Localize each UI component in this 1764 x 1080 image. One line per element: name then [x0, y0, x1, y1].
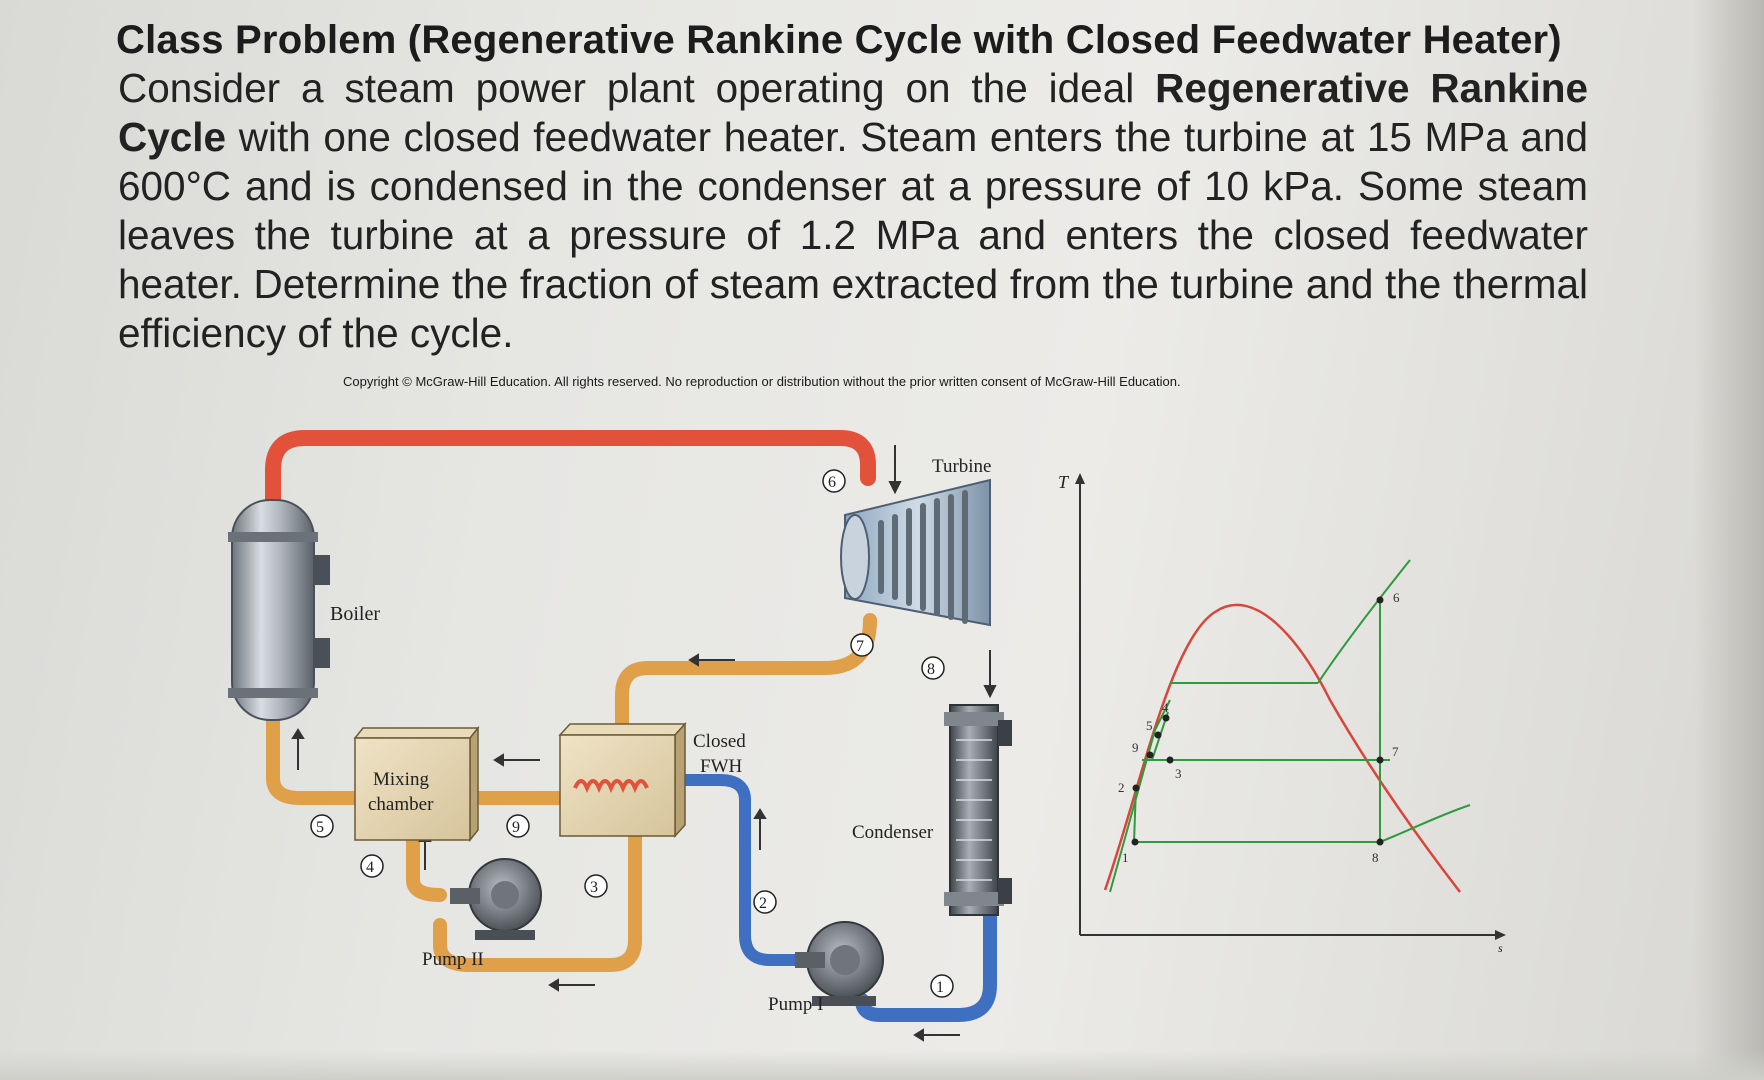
problem-body: with one closed feedwater heater. Steam … — [118, 114, 1588, 356]
fwh-label-1: Closed — [693, 731, 746, 752]
state-marker-4: 4 — [360, 854, 384, 878]
state-marker-2: 2 — [753, 890, 777, 914]
state-marker-9: 9 — [506, 814, 530, 838]
ts-point-8: 8 — [1372, 850, 1379, 865]
piping — [265, 430, 997, 1022]
boiler: Boiler — [228, 499, 380, 721]
svg-text:2: 2 — [759, 895, 767, 912]
mixing-chamber: Mixing chamber — [353, 725, 480, 843]
ts-point-9: 9 — [1132, 740, 1139, 755]
svg-text:6: 6 — [828, 474, 836, 491]
pump-line — [1133, 787, 1137, 843]
ts-point-6: 6 — [1393, 590, 1400, 605]
fwh-label-2: FWH — [700, 756, 743, 777]
hot-steam-pipe — [265, 430, 876, 513]
problem-statement: Consider a steam power plant operating o… — [118, 64, 1588, 358]
ts-point-3: 3 — [1175, 766, 1182, 781]
cycle-name: Regenerative Rankine Cycle — [118, 65, 1588, 160]
cold-pipe-1 — [855, 908, 997, 1022]
ts-point-2: 2 — [1118, 780, 1125, 795]
mixing-chamber-label-1: Mixing — [373, 769, 429, 790]
boiler-feed-pipe — [266, 713, 367, 805]
ts-point-4: 4 — [1162, 700, 1169, 715]
svg-text:1: 1 — [936, 979, 944, 996]
ts-point-5: 5 — [1146, 718, 1153, 733]
boiler-label: Boiler — [330, 603, 380, 625]
compressed-liquid — [1109, 699, 1171, 893]
s-axis-label: s — [1498, 941, 1503, 955]
pump-2: Pump II — [422, 858, 542, 970]
condenser: Condenser — [852, 704, 1012, 916]
turbine: Turbine — [840, 456, 991, 627]
problem-title: Class Problem (Regenerative Rankine Cycl… — [116, 18, 1562, 62]
pump-1-label: Pump I — [768, 994, 823, 1015]
mixing-to-pump2-pipe — [406, 831, 447, 902]
svg-text:8: 8 — [927, 661, 935, 678]
saturation-dome — [1103, 603, 1461, 893]
ts-point-7: 7 — [1392, 744, 1399, 759]
problem-intro: Consider a steam power plant operating o… — [118, 65, 1156, 111]
closed-fwh: Closed FWH — [558, 722, 746, 838]
extraction-pipe — [615, 613, 877, 735]
pump-1: Pump I — [768, 921, 884, 1015]
state-marker-3: 3 — [584, 874, 608, 898]
svg-text:7: 7 — [856, 638, 864, 655]
screen-bezel-right — [1694, 0, 1764, 1080]
t-axis-label: T — [1058, 472, 1070, 492]
state-marker-7: 7 — [850, 633, 874, 657]
state-marker-1: 1 — [930, 974, 954, 998]
svg-text:3: 3 — [590, 879, 598, 896]
state-markers: 1 2 3 4 5 6 7 8 9 — [310, 469, 954, 998]
state-marker-8: 8 — [921, 656, 945, 680]
mixing-chamber-label-2: chamber — [368, 794, 434, 815]
pump-2-label: Pump II — [422, 949, 484, 970]
screen-bezel-bottom — [0, 1050, 1764, 1080]
svg-text:4: 4 — [366, 859, 374, 876]
state-marker-6: 6 — [822, 469, 846, 493]
state-marker-5: 5 — [310, 814, 334, 838]
turbine-label: Turbine — [932, 456, 991, 477]
condenser-label: Condenser — [852, 822, 934, 843]
isobar-low — [1379, 804, 1471, 843]
cold-pipe-2 — [674, 774, 806, 966]
flow-arrows — [291, 445, 997, 1042]
ts-diagram: T s — [1058, 472, 1506, 955]
copyright-notice: Copyright © McGraw-Hill Education. All r… — [343, 374, 1181, 389]
svg-text:9: 9 — [512, 819, 520, 836]
svg-text:5: 5 — [316, 819, 324, 836]
isobar-high — [1317, 559, 1411, 684]
ts-point-1: 1 — [1122, 850, 1129, 865]
